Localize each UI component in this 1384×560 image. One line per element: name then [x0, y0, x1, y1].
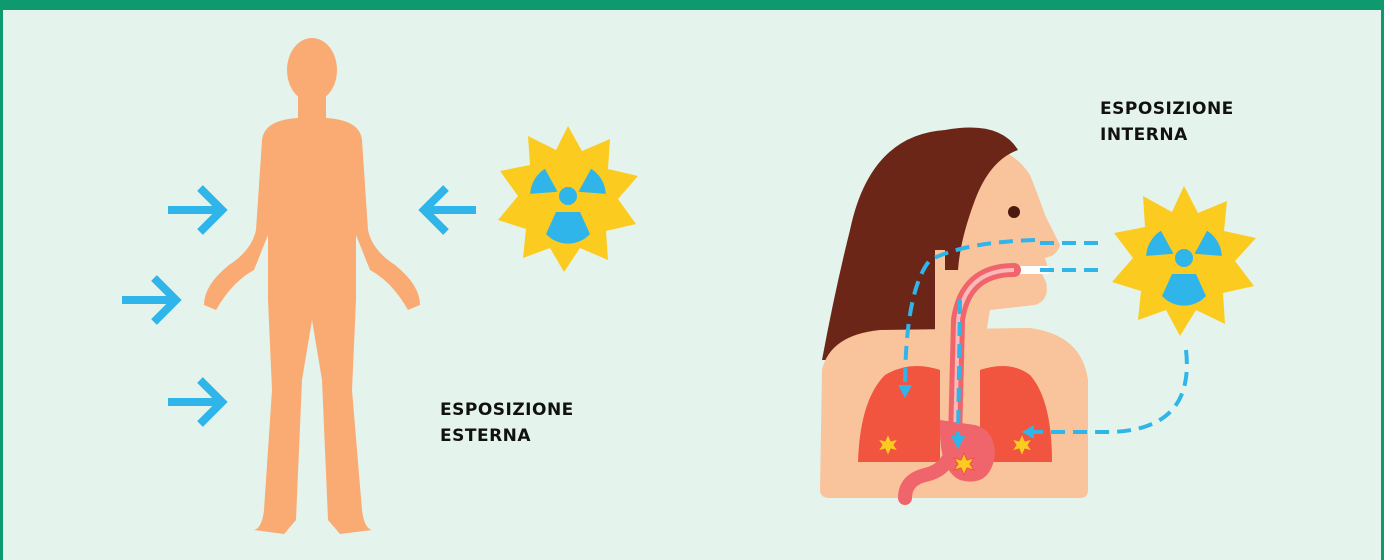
dashed-path-icon [903, 238, 1189, 441]
stomach-icon [898, 263, 1021, 505]
internal-label-line2: INTERNA [1100, 125, 1188, 145]
internal-label-line1: ESPOSIZIONE [1100, 99, 1234, 119]
radiation-star-icon [498, 126, 638, 272]
arrow-right-icon [168, 377, 228, 427]
arrow-right-icon [122, 275, 182, 325]
human-body-icon [204, 38, 420, 534]
external-label-line1: ESPOSIZIONE [440, 400, 574, 420]
external-label-line2: ESTERNA [440, 426, 532, 446]
radiation-star-icon [1112, 186, 1256, 336]
internal-exposure-label: ESPOSIZIONE INTERNA [1100, 96, 1234, 148]
dashed-path-arrowheads [898, 385, 1034, 449]
burst-icon [876, 432, 1034, 477]
arrow-right-icon [168, 185, 228, 235]
external-exposure-label: ESPOSIZIONE ESTERNA [440, 397, 574, 449]
arrow-left-icon [418, 185, 476, 235]
